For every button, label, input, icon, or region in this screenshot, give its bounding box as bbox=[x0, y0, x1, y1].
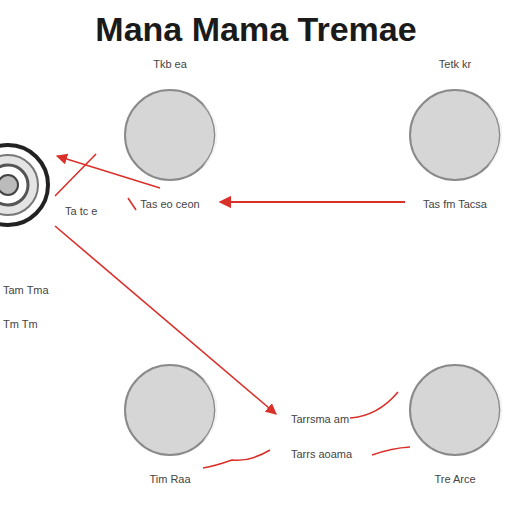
node-label: Tas fm Tacsa bbox=[421, 198, 489, 210]
text-label: Ta tc e bbox=[64, 205, 98, 217]
circle-node: Tre Arce bbox=[408, 363, 502, 485]
circle-node: Tkb ea Tas eo ceon bbox=[123, 58, 217, 210]
node-label: Tas eo ceon bbox=[138, 198, 201, 210]
arrow-connector bbox=[220, 201, 405, 203]
text-label: Tarrs aoama bbox=[290, 448, 353, 460]
node-label: Tim Raa bbox=[147, 473, 192, 485]
node-heading: Tkb ea bbox=[151, 58, 189, 70]
text-label: Tarrsma am bbox=[290, 413, 350, 425]
node-heading: Tetk kr bbox=[437, 58, 473, 70]
node-label: Tre Arce bbox=[432, 473, 477, 485]
text-label: Tm Tm bbox=[2, 318, 39, 330]
circle-shape bbox=[123, 363, 217, 457]
circle-node: Tim Raa bbox=[123, 363, 217, 485]
circle-shape bbox=[123, 88, 217, 182]
diagram-title: Mana Mama Tremae bbox=[0, 10, 512, 49]
text-label: Tam Tma bbox=[2, 284, 50, 296]
circle-shape bbox=[408, 88, 502, 182]
wheel-illustration bbox=[0, 145, 48, 225]
circle-node: Tetk kr Tas fm Tacsa bbox=[408, 58, 502, 210]
circle-shape bbox=[408, 363, 502, 457]
leader-lines bbox=[55, 154, 410, 468]
